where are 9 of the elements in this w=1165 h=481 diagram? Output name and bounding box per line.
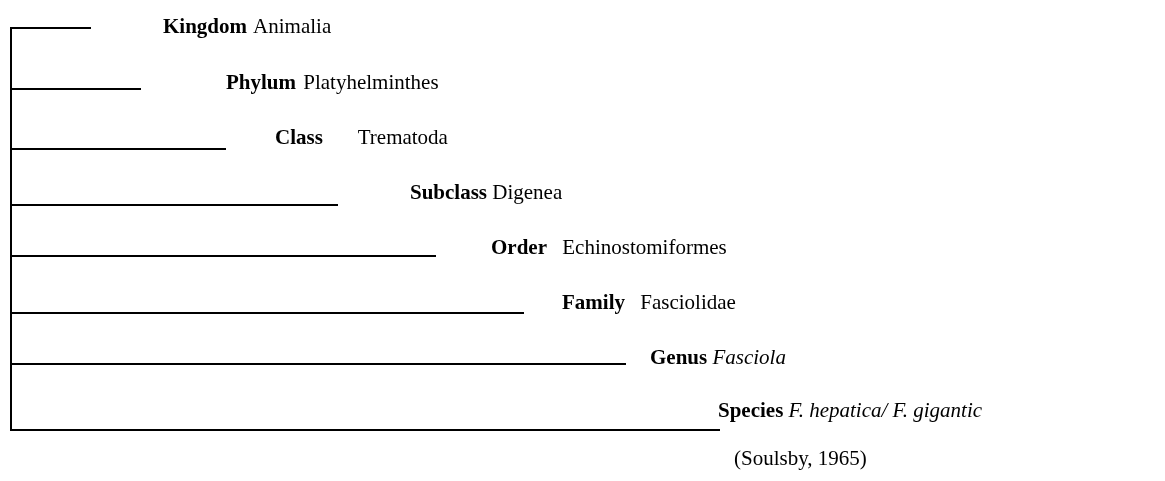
rank-label: Phylum Platyhelminthes xyxy=(226,69,439,95)
citation: (Soulsby, 1965) xyxy=(734,445,867,471)
rank-label: Order Echinostomiformes xyxy=(491,234,727,260)
rank-label: Subclass Digenea xyxy=(410,179,563,205)
rank-label: Species F. hepatica/ F. gigantic xyxy=(718,397,983,423)
rank-label: Kingdom Animalia xyxy=(163,13,332,39)
rank-label: Class Trematoda xyxy=(275,124,448,150)
rank-label: Genus Fasciola xyxy=(650,344,786,370)
rank-label: Family Fasciolidae xyxy=(562,289,736,315)
